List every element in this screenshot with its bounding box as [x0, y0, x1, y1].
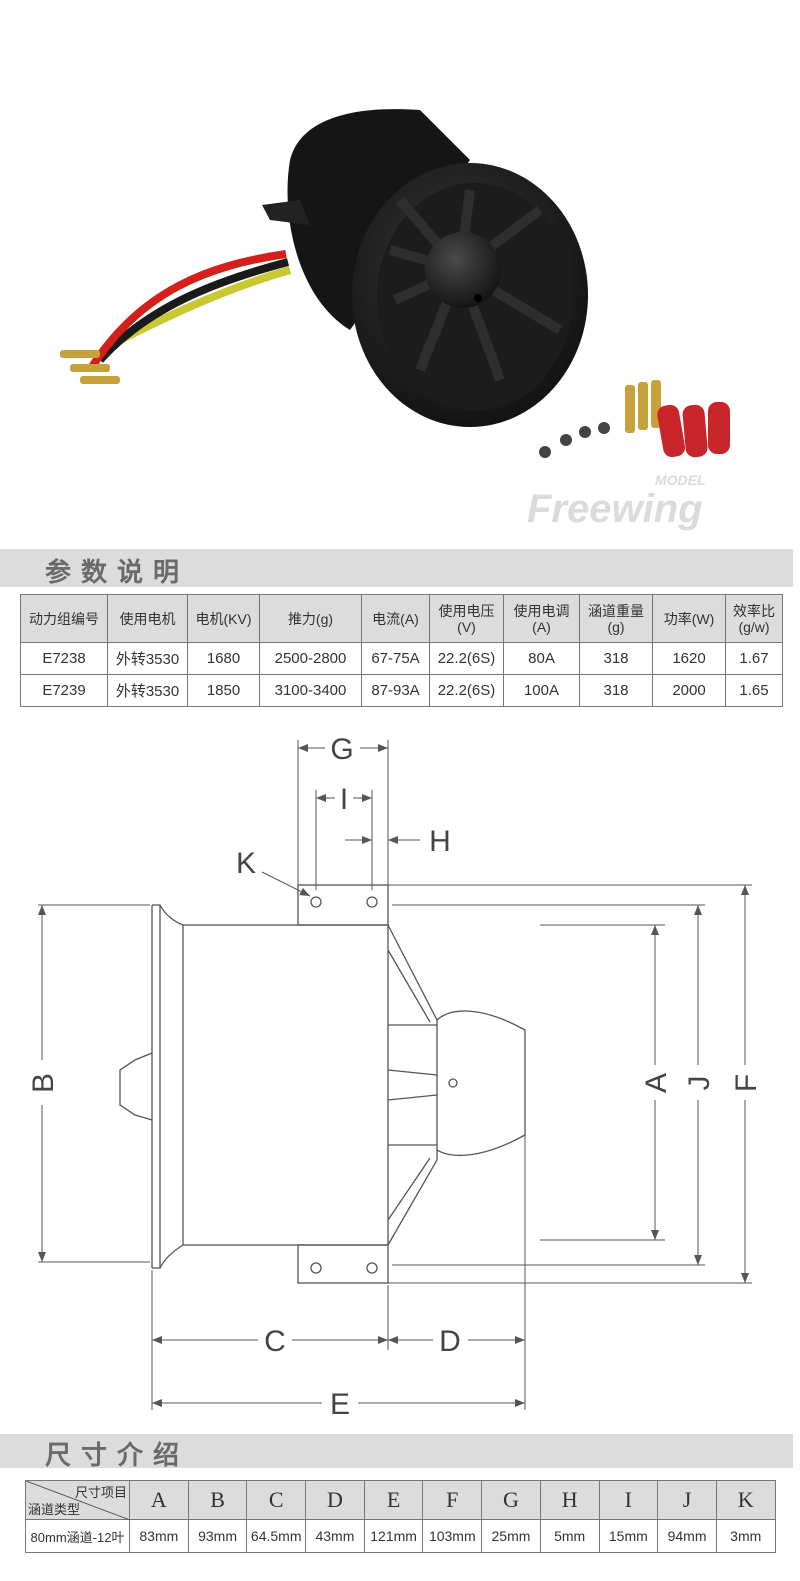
- dimension-header-G: G: [481, 1480, 541, 1520]
- column-header: 使用电机: [107, 594, 188, 643]
- svg-text:MODEL: MODEL: [655, 472, 706, 488]
- specs-header-row: 动力组编号 使用电机 电机(KV) 推力(g) 电流(A) 使用电压(V) 使用电调(A) 涵…: [20, 594, 783, 643]
- specs-table: 动力组编号 使用电机 电机(KV) 推力(g) 电流(A) 使用电压(V) 使用电调(A) 涵…: [20, 594, 783, 707]
- table-cell: 67-75A: [361, 642, 430, 675]
- dimension-header-D: D: [305, 1480, 365, 1520]
- column-header: 使用电压(V): [429, 594, 504, 643]
- column-header: 推力(g): [259, 594, 362, 643]
- freewing-watermark: Freewing MODEL: [527, 472, 706, 531]
- column-header: 涵道重量(g): [579, 594, 653, 643]
- table-cell: 2000: [652, 674, 726, 707]
- column-header-label: 电机(KV): [195, 610, 252, 627]
- table-cell: 22.2(6S): [429, 642, 504, 675]
- table-cell: 1620: [652, 642, 726, 675]
- dimension-header-C: C: [246, 1480, 307, 1520]
- table-cell: 100A: [503, 674, 580, 707]
- dimension-value: 121mm: [363, 1519, 424, 1553]
- dimension-header-E: E: [363, 1480, 424, 1520]
- dimension-diagram: G I H K C D E B A J F: [27, 733, 763, 1421]
- dimension-header-F: F: [422, 1480, 483, 1520]
- corner-bottom-label: 涵道类型: [28, 1502, 81, 1517]
- dimension-header-J: J: [657, 1480, 717, 1520]
- label-J: J: [683, 1076, 716, 1091]
- label-B: B: [27, 1073, 60, 1093]
- table-cell: E7239: [20, 674, 108, 707]
- label-G: G: [330, 733, 353, 766]
- column-header-label: 推力(g): [287, 610, 334, 627]
- fan-outline: [119, 884, 526, 1284]
- dimension-header-H: H: [539, 1480, 600, 1520]
- column-header-label: 动力组编号: [29, 610, 99, 627]
- column-header: 电机(KV): [187, 594, 260, 643]
- dimension-value: 93mm: [187, 1519, 248, 1553]
- table-cell: 外转3530: [107, 674, 188, 707]
- table-cell: 1.65: [725, 674, 783, 707]
- dimension-value: 5mm: [539, 1519, 600, 1553]
- dimension-value: 3mm: [715, 1519, 776, 1553]
- table-cell: 87-93A: [361, 674, 430, 707]
- column-header: 电流(A): [361, 594, 430, 643]
- label-F: F: [730, 1074, 763, 1092]
- table-cell: 22.2(6S): [429, 674, 504, 707]
- dimension-value: 64.5mm: [246, 1519, 307, 1553]
- column-header: 效率比(g/w): [725, 594, 783, 643]
- column-header-label: 使用电调(A): [513, 602, 570, 635]
- table-cell: 2500-2800: [259, 642, 362, 675]
- table-cell: 外转3530: [107, 642, 188, 675]
- table-cell: 1850: [187, 674, 260, 707]
- column-header: 功率(W): [652, 594, 726, 643]
- dimension-value: 83mm: [129, 1519, 189, 1553]
- label-H: H: [429, 825, 451, 858]
- column-header-label: 效率比(g/w): [733, 602, 775, 635]
- fan-unit: [60, 109, 730, 458]
- label-K: K: [236, 847, 256, 880]
- product-photo: Freewing MODEL: [0, 0, 800, 532]
- table-cell: 1680: [187, 642, 260, 675]
- table-cell: 1.67: [725, 642, 783, 675]
- dimension-header-I: I: [598, 1480, 659, 1520]
- dimension-value: 25mm: [481, 1519, 541, 1553]
- dimension-value: 15mm: [598, 1519, 659, 1553]
- label-I: I: [340, 783, 348, 816]
- column-header-label: 涵道重量(g): [588, 602, 644, 635]
- dimension-value: 103mm: [422, 1519, 483, 1553]
- label-A: A: [640, 1073, 673, 1093]
- column-header-label: 功率(W): [663, 610, 715, 627]
- dimension-header-A: A: [129, 1480, 189, 1520]
- column-header-label: 使用电机: [119, 610, 176, 627]
- row-label: 80mm涵道-12叶: [25, 1519, 130, 1553]
- table-cell: 3100-3400: [259, 674, 362, 707]
- table-cell: 80A: [503, 642, 580, 675]
- dimension-header-B: B: [187, 1480, 248, 1520]
- label-C: C: [264, 1325, 286, 1358]
- column-header: 使用电调(A): [503, 594, 580, 643]
- column-header-label: 使用电压(V): [438, 602, 495, 635]
- label-D: D: [439, 1325, 461, 1358]
- table-cell: 318: [579, 642, 653, 675]
- dimension-value: 43mm: [305, 1519, 365, 1553]
- column-header: 动力组编号: [20, 594, 108, 643]
- svg-text:Freewing: Freewing: [527, 487, 703, 531]
- column-header-label: 电流(A): [372, 610, 419, 627]
- specs-title: 参数说明: [45, 558, 190, 588]
- corner-header-cell: 尺寸项目 涵道类型: [25, 1480, 130, 1520]
- dimension-value: 94mm: [657, 1519, 717, 1553]
- label-E: E: [330, 1388, 350, 1421]
- dimension-header-K: K: [715, 1480, 776, 1520]
- table-cell: 318: [579, 674, 653, 707]
- corner-top-label: 尺寸项目: [74, 1485, 127, 1500]
- dimensions-section-header: 尺寸介绍: [0, 1434, 793, 1471]
- specs-section-header: 参数说明: [0, 549, 793, 588]
- dimension-lines: [38, 740, 752, 1410]
- dimensions-title: 尺寸介绍: [45, 1441, 190, 1471]
- table-cell: E7238: [20, 642, 108, 675]
